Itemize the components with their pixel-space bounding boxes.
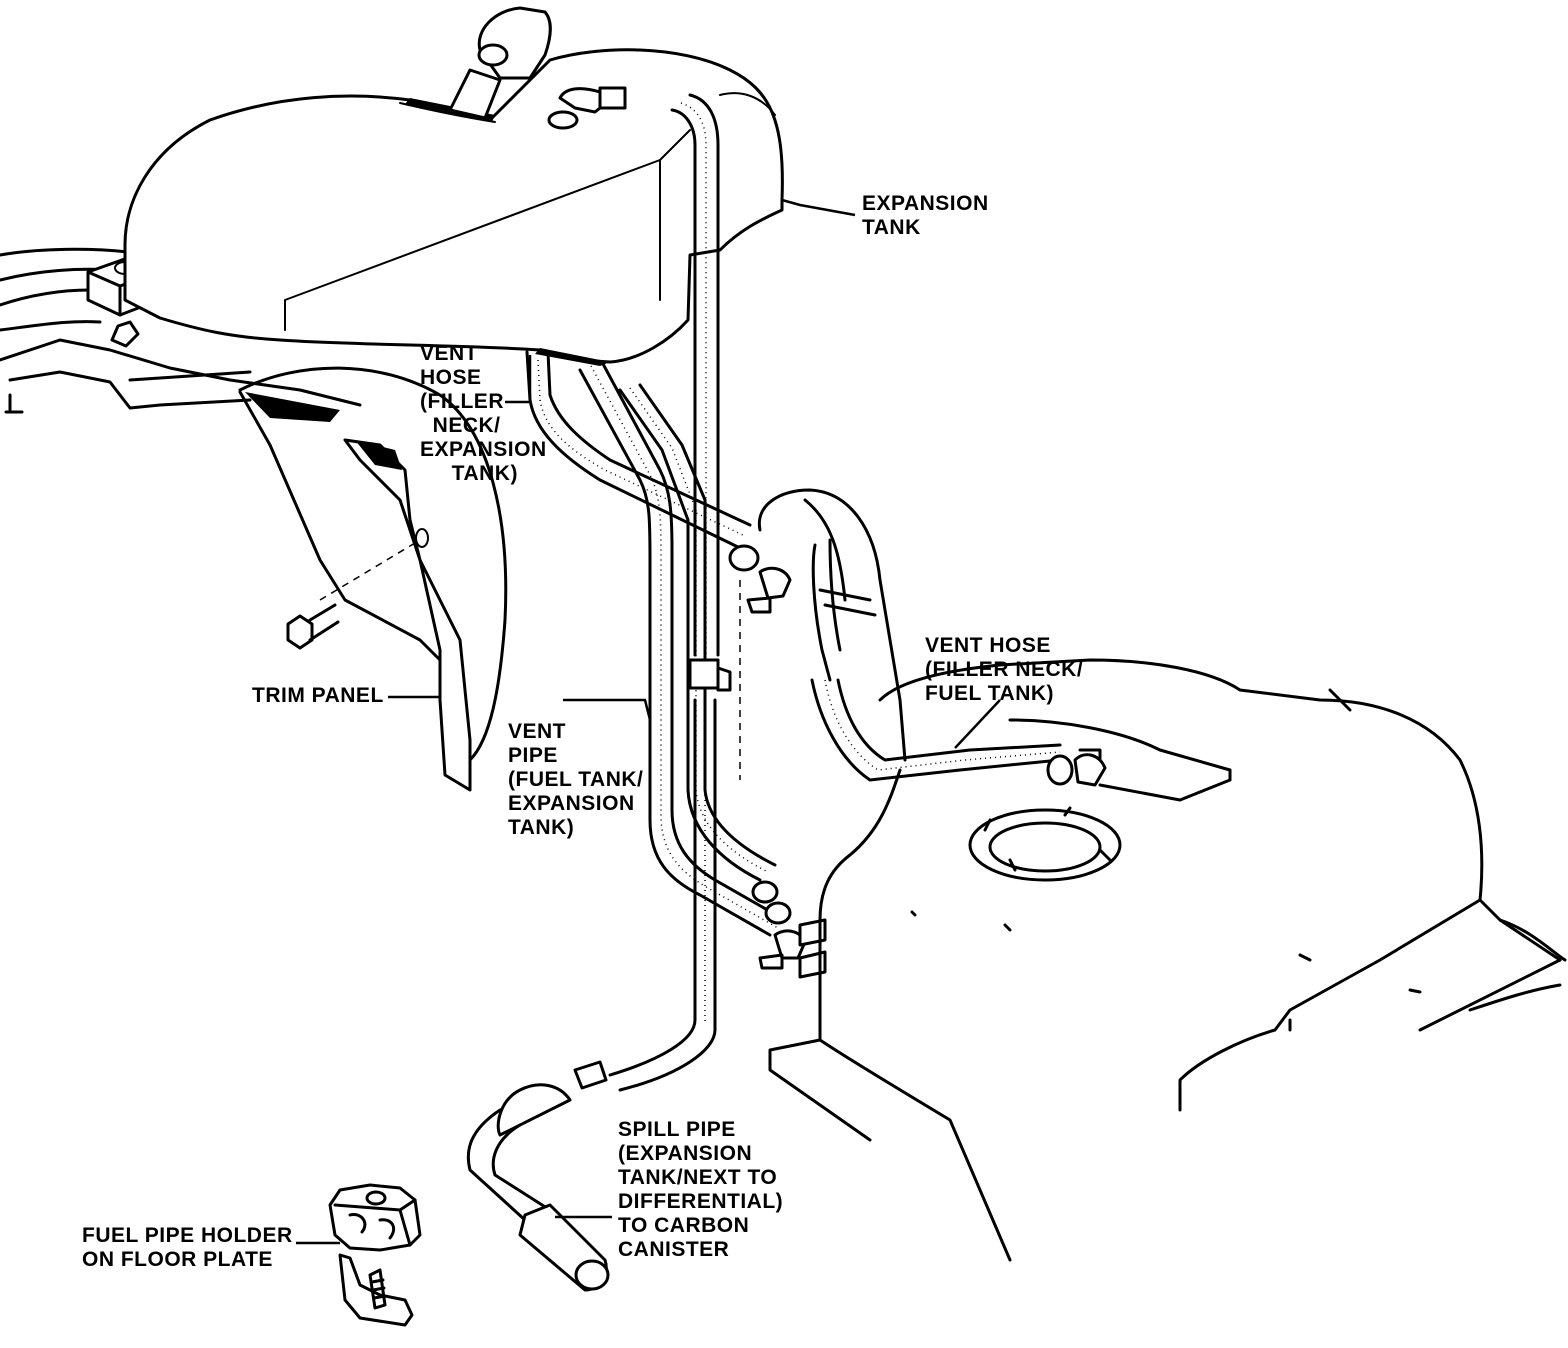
label-vent-hose-filler-expansion: VENT HOSE (FILLER NECK/ EXPANSION TANK) bbox=[420, 342, 547, 485]
label-vent-pipe: VENT PIPE (FUEL TANK/ EXPANSION TANK) bbox=[508, 720, 644, 839]
trim-panel-drawing bbox=[238, 366, 508, 792]
body-panel-left bbox=[0, 247, 362, 414]
spill-pipe-drawing bbox=[466, 93, 741, 1292]
label-expansion-tank: EXPANSION TANK bbox=[862, 192, 989, 239]
leader-lines bbox=[296, 198, 1001, 1245]
filler-neck-drawing bbox=[757, 488, 1107, 787]
expansion-tank-drawing bbox=[123, 6, 784, 366]
fuel-tank-drawing bbox=[768, 658, 1567, 1262]
label-trim-panel: TRIM PANEL bbox=[252, 684, 384, 707]
fuel-pipe-holder-drawing bbox=[328, 1183, 422, 1327]
label-vent-hose-filler-fuel: VENT HOSE (FILLER NECK/ FUEL TANK) bbox=[925, 634, 1084, 705]
vent-hose-filler-expansion-drawing bbox=[525, 350, 792, 614]
vent-pipe-drawing bbox=[578, 360, 827, 979]
label-fuel-pipe-holder: FUEL PIPE HOLDER ON FLOOR PLATE bbox=[82, 1224, 293, 1271]
label-spill-pipe: SPILL PIPE (EXPANSION TANK/NEXT TO DIFFE… bbox=[618, 1118, 784, 1261]
